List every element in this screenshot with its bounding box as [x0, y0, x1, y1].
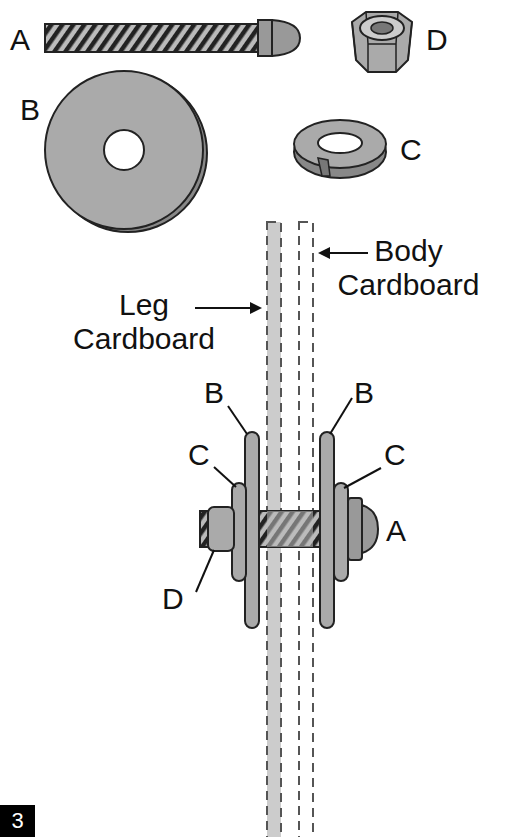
part-letter: C: [400, 133, 422, 167]
part-letter: A: [10, 23, 30, 57]
part-letter: A: [386, 514, 406, 548]
part-letter: D: [162, 582, 184, 616]
washer: [45, 71, 207, 232]
step-number-box: 3: [0, 805, 35, 837]
part-letter: B: [204, 376, 224, 410]
part-letter: C: [384, 438, 406, 472]
arrowhead: [250, 302, 262, 314]
part-letter: B: [20, 93, 40, 127]
part-letter: C: [188, 438, 210, 472]
material-label: Body Cardboard: [326, 234, 491, 302]
part-letter: B: [354, 376, 374, 410]
lock-washer: [294, 120, 386, 178]
bolt: [45, 20, 300, 56]
nut: [352, 12, 412, 72]
step-number: 3: [11, 808, 23, 834]
assembly: [200, 432, 378, 628]
arrowhead: [318, 247, 330, 259]
leader-lines: [195, 253, 381, 592]
part-letter: D: [426, 23, 448, 57]
material-label: Leg Cardboard: [60, 288, 228, 356]
